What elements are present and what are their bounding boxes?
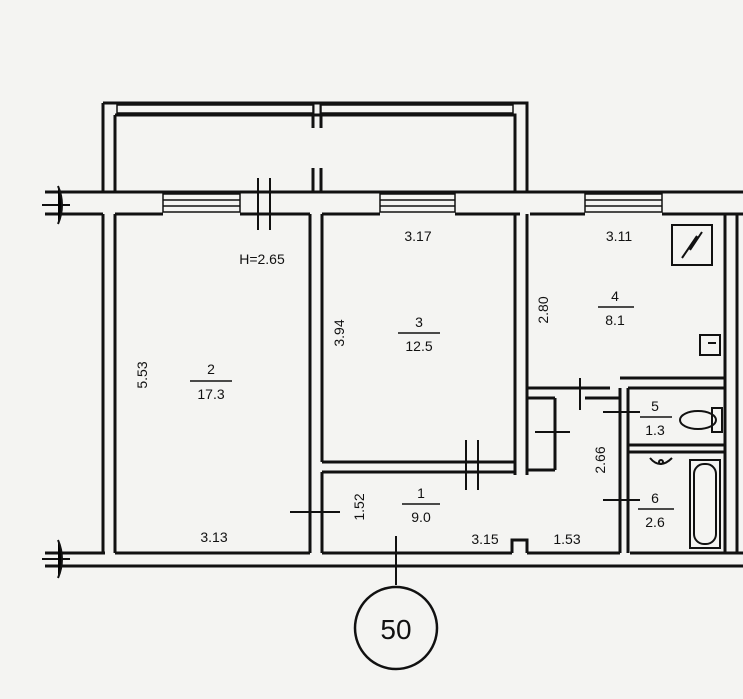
room-3-length: 3.94 — [331, 319, 347, 346]
room-3-area: 12.5 — [405, 338, 432, 354]
bath-length: 2.66 — [592, 446, 608, 473]
toilet-icon — [679, 410, 717, 430]
room-4-number: 4 — [611, 288, 619, 304]
room-5-number: 5 — [651, 398, 659, 414]
stove-icon — [671, 224, 713, 266]
room-4-length: 2.80 — [535, 296, 551, 323]
room-4-width: 3.11 — [606, 228, 632, 244]
hall-width-1: 3.15 — [471, 531, 498, 547]
room-6-number: 6 — [651, 490, 659, 506]
fixtures — [649, 224, 723, 549]
windows — [116, 104, 663, 213]
door-marks — [42, 178, 640, 579]
room-3-number: 3 — [415, 314, 423, 330]
bathtub-icon — [689, 459, 721, 549]
stove-bolt-icon — [681, 231, 703, 259]
room-3-width: 3.17 — [404, 228, 431, 244]
window-room4 — [584, 193, 663, 213]
room-2-number: 2 — [207, 361, 215, 377]
hall-width-2: 1.53 — [553, 531, 580, 547]
walls — [45, 101, 743, 568]
section-marker-circle — [353, 585, 439, 671]
window-room2 — [162, 193, 241, 213]
room-5-area: 1.3 — [645, 422, 665, 438]
room-1-area: 9.0 — [411, 509, 431, 525]
room-6-area: 2.6 — [645, 514, 665, 530]
bottom-wall-notch — [510, 538, 529, 553]
balcony-wall — [101, 101, 529, 192]
room-1-number: 1 — [417, 485, 425, 501]
kitchen-sink-icon — [699, 334, 721, 356]
balcony-window — [116, 104, 514, 114]
room-4-area: 8.1 — [605, 312, 625, 328]
section-marker-label: 50 — [380, 614, 411, 645]
room-2-length: 5.53 — [134, 361, 150, 388]
window-room3 — [379, 193, 456, 213]
ceiling-height-note: H=2.65 — [239, 251, 285, 267]
room-1-height: 1.52 — [351, 493, 367, 520]
room-2-width: 3.13 — [200, 529, 227, 545]
room-2-area: 17.3 — [197, 386, 224, 402]
